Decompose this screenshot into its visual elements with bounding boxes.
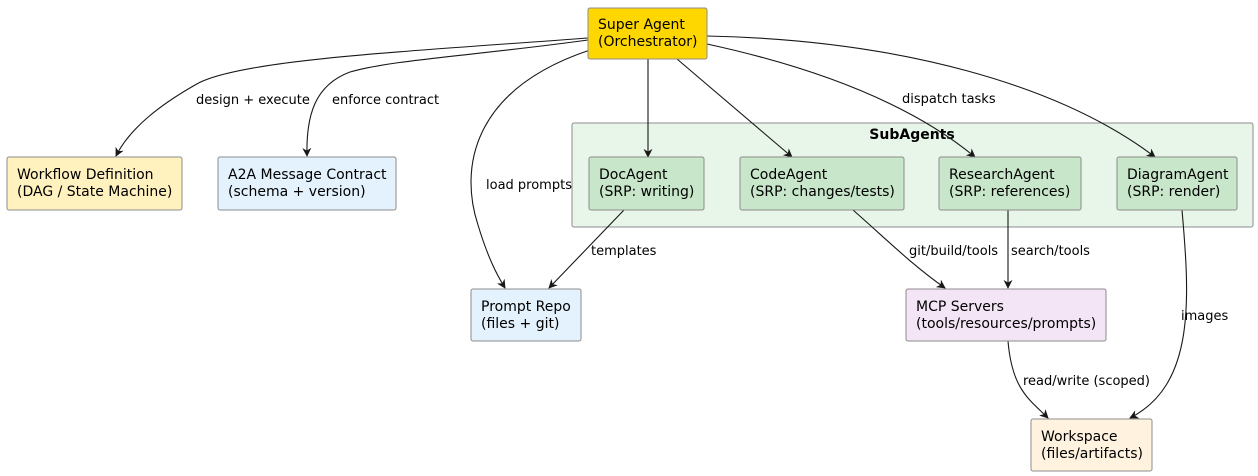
node-workspace-subtitle: (files/artifacts) — [1041, 446, 1143, 462]
label-git-build-tools: git/build/tools — [909, 244, 998, 259]
label-read-write: read/write (scoped) — [1023, 374, 1150, 389]
label-enforce-contract: enforce contract — [332, 93, 439, 108]
edge-templates — [548, 209, 625, 289]
node-prompt-repo-title: Prompt Repo — [481, 299, 571, 315]
label-load-prompts: load prompts — [486, 178, 572, 193]
node-mcp-servers: MCP Servers (tools/resources/prompts) — [905, 288, 1107, 342]
label-dispatch-tasks: dispatch tasks — [902, 92, 996, 107]
node-prompt-repo: Prompt Repo (files + git) — [470, 288, 582, 342]
edge-super-to-diagramagent — [706, 35, 1156, 158]
node-workflow-title: Workflow Definition — [17, 167, 154, 183]
node-workspace: Workspace (files/artifacts) — [1030, 418, 1153, 472]
node-workspace-title: Workspace — [1041, 429, 1118, 445]
node-diagram-agent-title: DiagramAgent — [1127, 167, 1229, 183]
label-design-execute: design + execute — [196, 93, 310, 108]
edges — [115, 35, 1188, 419]
node-doc-agent-subtitle: (SRP: writing) — [599, 184, 694, 200]
edge-super-to-codeagent — [676, 58, 793, 158]
node-code-agent-title: CodeAgent — [750, 167, 828, 183]
label-search-tools: search/tools — [1011, 244, 1090, 259]
node-a2a-contract: A2A Message Contract (schema + version) — [217, 156, 397, 211]
node-research-agent: ResearchAgent (SRP: references) — [938, 156, 1082, 211]
node-workflow-definition: Workflow Definition (DAG / State Machine… — [6, 156, 183, 211]
edge-read-write — [1007, 340, 1049, 419]
edge-images — [1129, 209, 1188, 419]
edge-load-prompts — [470, 49, 591, 289]
node-code-agent-subtitle: (SRP: changes/tests) — [750, 184, 895, 200]
node-prompt-repo-subtitle: (files + git) — [481, 316, 559, 332]
node-code-agent: CodeAgent (SRP: changes/tests) — [739, 156, 905, 211]
node-research-agent-subtitle: (SRP: references) — [949, 184, 1070, 200]
node-mcp-subtitle: (tools/resources/prompts) — [916, 316, 1096, 332]
label-templates: templates — [591, 244, 657, 259]
node-research-agent-title: ResearchAgent — [949, 167, 1055, 183]
edge-dispatch-tasks — [706, 43, 976, 158]
edge-design-execute — [115, 37, 589, 157]
subagents-group-title: SubAgents — [869, 127, 954, 143]
node-diagram-agent: DiagramAgent (SRP: render) — [1116, 156, 1238, 211]
node-doc-agent: DocAgent (SRP: writing) — [588, 156, 705, 211]
edge-enforce-contract — [302, 39, 589, 157]
node-workflow-subtitle: (DAG / State Machine) — [17, 184, 172, 200]
node-diagram-agent-subtitle: (SRP: render) — [1127, 184, 1220, 200]
edge-labels: design + execute enforce contract load p… — [196, 92, 1228, 389]
node-mcp-title: MCP Servers — [916, 299, 1004, 315]
node-super-agent-title: Super Agent — [598, 17, 685, 33]
node-contract-subtitle: (schema + version) — [228, 184, 366, 200]
node-contract-title: A2A Message Contract — [228, 167, 387, 183]
edge-git-build-tools — [852, 209, 946, 289]
label-images: images — [1181, 309, 1228, 324]
node-doc-agent-title: DocAgent — [599, 167, 668, 183]
node-super-agent-subtitle: (Orchestrator) — [598, 34, 698, 50]
node-super-agent: Super Agent (Orchestrator) — [587, 7, 708, 60]
